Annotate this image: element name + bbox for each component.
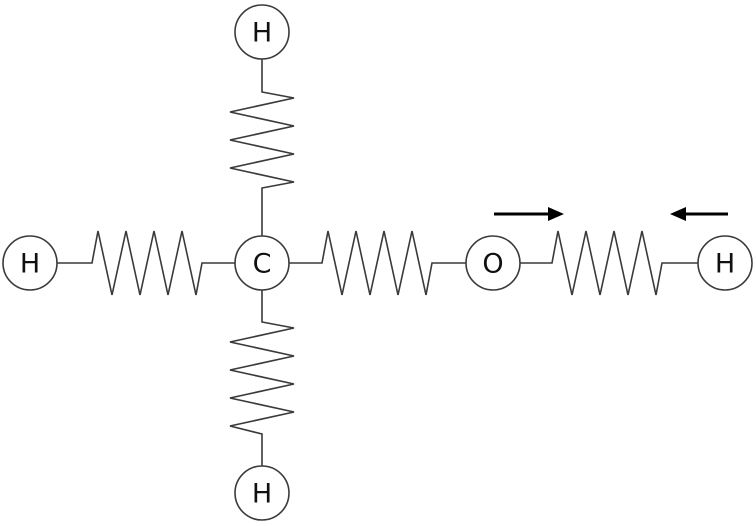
arrows	[494, 207, 728, 221]
arrow-left	[670, 207, 728, 221]
atoms: H H C O H H	[2, 4, 753, 521]
atom-h-bottom: H	[234, 465, 290, 521]
atom-h-right: H	[697, 235, 753, 291]
atom-c-label: C	[253, 249, 272, 280]
atom-o: O	[465, 235, 521, 291]
spring-c-h-bottom	[229, 290, 295, 466]
atom-h-top-label: H	[252, 18, 272, 49]
spring-o-h-right	[520, 230, 698, 296]
atom-h-left-label: H	[20, 249, 40, 280]
atom-h-left: H	[2, 235, 58, 291]
spring-c-h-top	[229, 59, 295, 236]
atom-c: C	[234, 235, 290, 291]
bonds	[57, 59, 698, 466]
arrow-right	[494, 207, 564, 221]
atom-h-bottom-label: H	[252, 479, 272, 510]
atom-h-right-label: H	[715, 249, 735, 280]
atom-o-label: O	[482, 249, 503, 280]
spring-h-left-c	[57, 230, 236, 296]
spring-c-o	[289, 230, 466, 296]
atom-h-top: H	[234, 4, 290, 60]
